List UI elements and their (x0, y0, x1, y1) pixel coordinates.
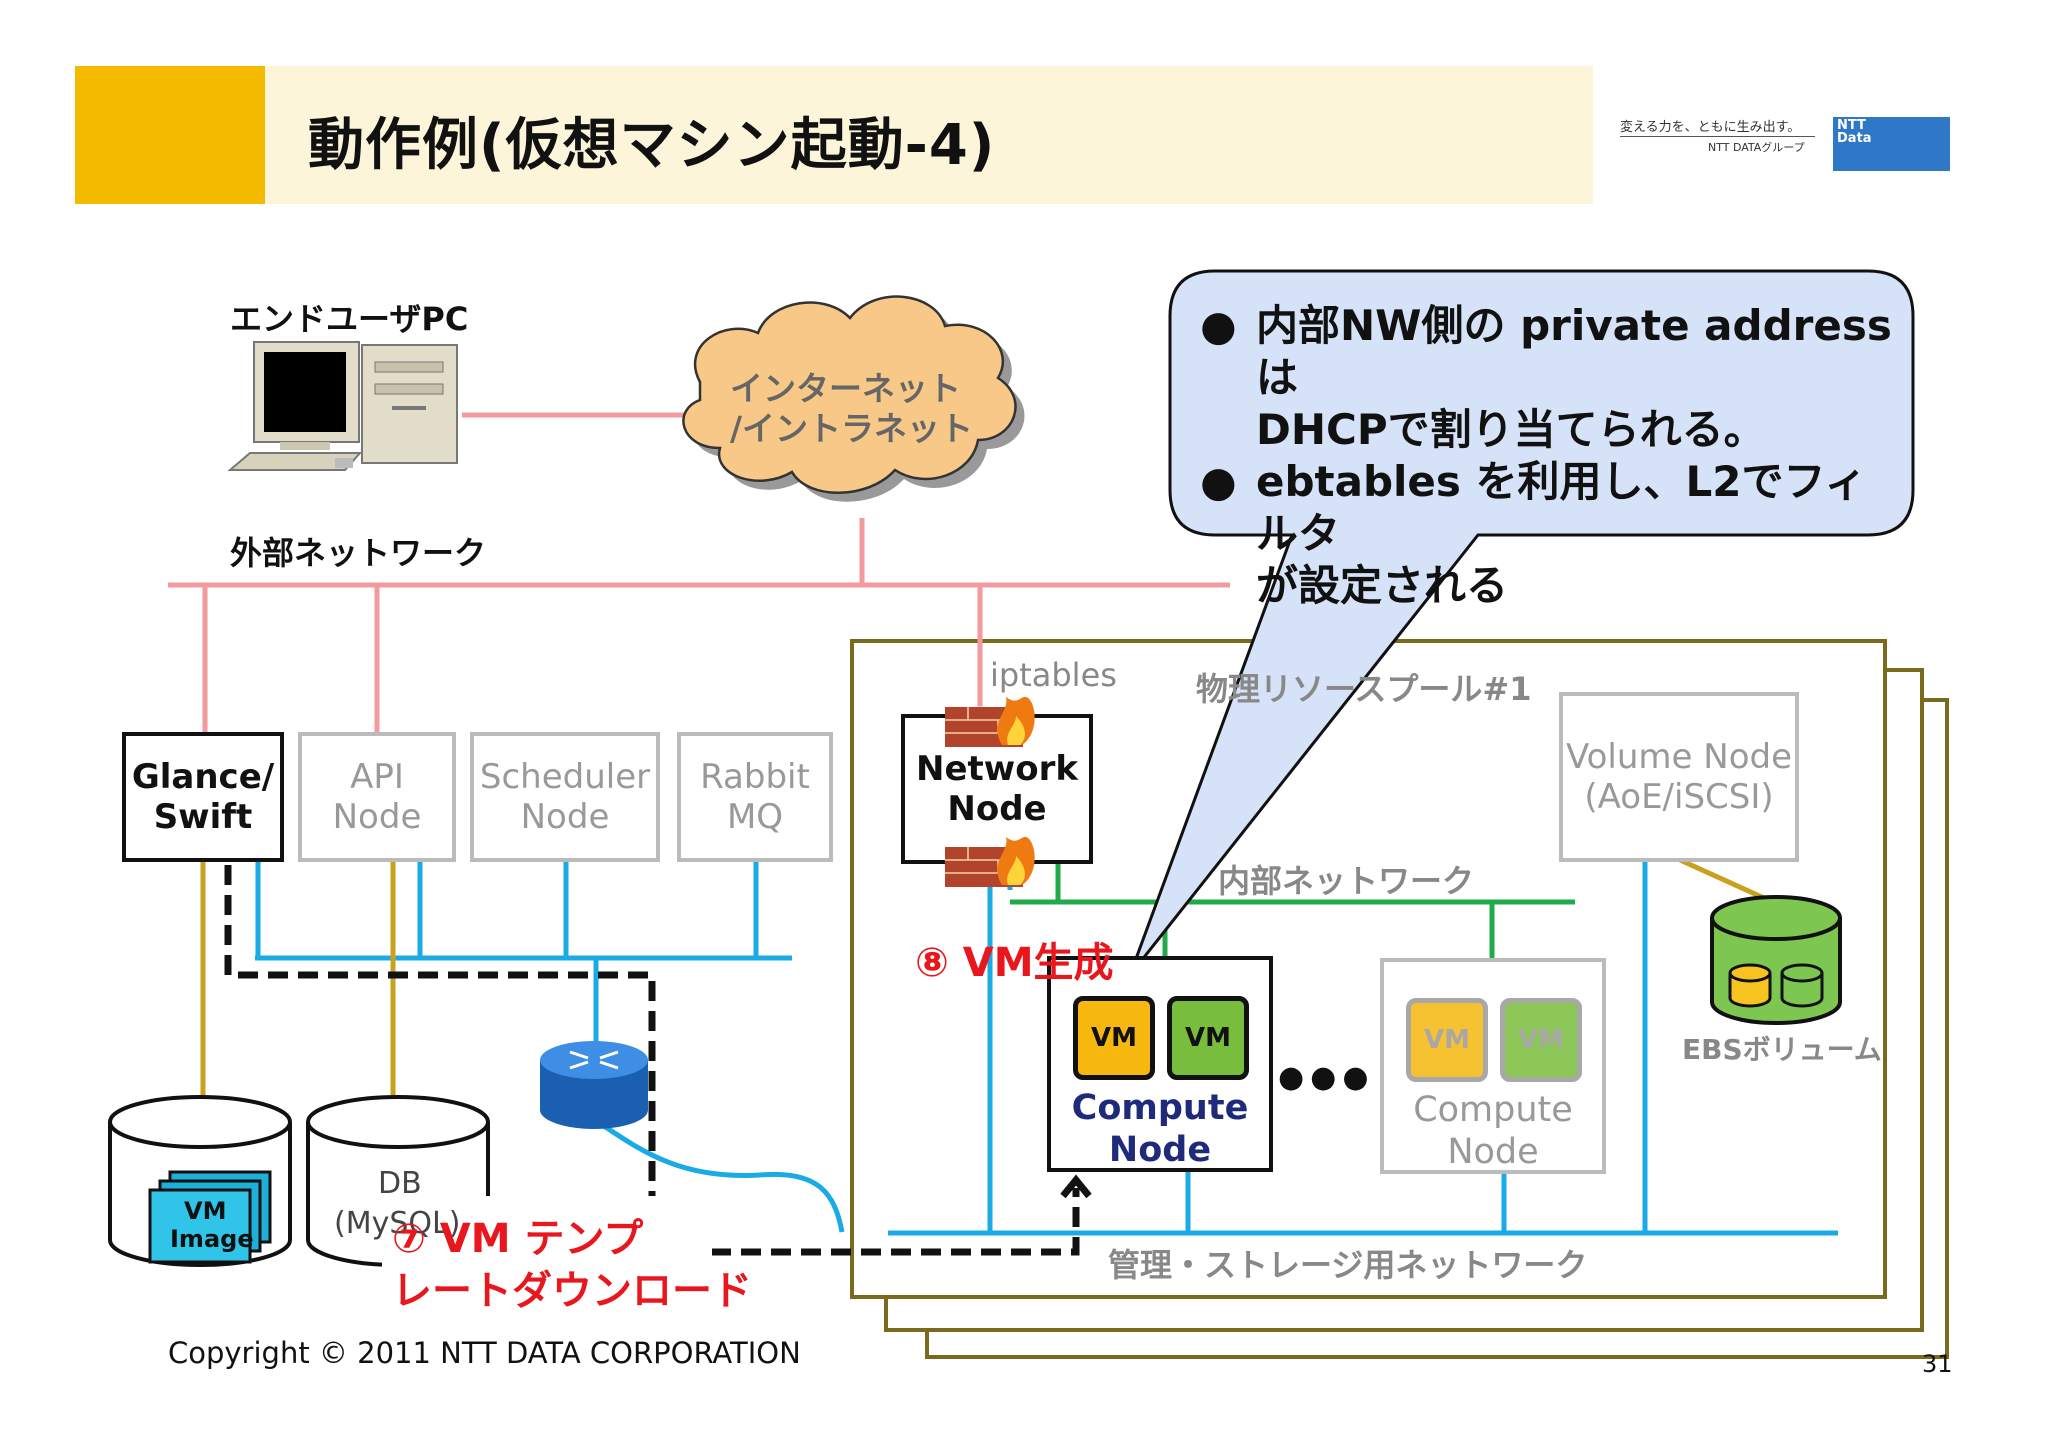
step8-label: ⑧ VM生成 (915, 940, 1114, 986)
copyright: Copyright © 2011 NTT DATA CORPORATION (168, 1336, 801, 1370)
resource-pool-label: 物理リソースプール#1 (1196, 670, 1532, 708)
vm-image-label-line2: Image (170, 1225, 254, 1253)
rabbitmq-node-line1: Rabbit (700, 756, 810, 797)
ebs-volume-cylinder (1710, 895, 1842, 1025)
volume-node-line1: Volume Node (1566, 736, 1792, 777)
firewall-overlay-top (945, 696, 1035, 747)
volume-node: Volume Node(AoE/iSCSI) (1559, 692, 1799, 862)
callout-bullet-1: ● (1200, 301, 1237, 350)
network-node-line1: Network (916, 748, 1078, 789)
router-icon (540, 1041, 648, 1129)
compute-node-active: VM VM Compute Node (1047, 956, 1273, 1172)
compute-node-label-line1: Compute (1071, 1088, 1249, 1128)
logo-rule (1620, 136, 1815, 137)
firewall-overlay (945, 696, 1035, 887)
step7-label-line1: ⑦ VM テンプ (392, 1216, 644, 1262)
callout-bubble (1128, 269, 1915, 976)
external-network-lines (168, 412, 1230, 732)
logo-brand: NTT Data (1837, 118, 1872, 146)
vm-image-stack (148, 1170, 272, 1264)
vm-instance-green-faded: VM (1500, 998, 1582, 1082)
compute-node-label-line2: Node (1108, 1130, 1212, 1170)
logo-group: NTT DATAグループ (1708, 141, 1805, 154)
computer-icon (227, 341, 458, 471)
compute-node-ellipsis: ●●● (1278, 1060, 1375, 1095)
vm-image-label-line1: VM (184, 1197, 227, 1225)
page-title: 動作例(仮想マシン起動-4) (308, 113, 996, 178)
callout-item-2: ● ebtables を利用し、L2でフィルタが設定される (1200, 456, 1900, 612)
left-management-network (255, 862, 845, 1233)
management-network-label: 管理・ストレージ用ネットワーク (1108, 1246, 1588, 1284)
volume-node-line2: (AoE/iSCSI) (1584, 777, 1774, 817)
callout-item-1-line1: 内部NW側の private address は (1256, 301, 1892, 402)
api-node-line1: API (350, 756, 404, 797)
compute-node-faded-label-line1: Compute (1413, 1090, 1573, 1130)
vm-instance-yellow-faded: VM (1406, 998, 1488, 1082)
network-node-line2: Node (947, 789, 1047, 829)
vm-instance-green: VM (1167, 996, 1249, 1080)
firewall-overlay-bottom (945, 836, 1035, 887)
step7-label-backdrop (382, 1196, 712, 1316)
vm-instance-yellow: VM (1073, 996, 1155, 1080)
internal-network-label: 内部ネットワーク (1218, 862, 1475, 900)
logo-tagline: 変える力を、ともに生み出す。 (1620, 120, 1801, 135)
callout-item-1-line2: DHCPで割り当てられる。 (1256, 405, 1766, 454)
compute-node-faded-label-line2: Node (1447, 1132, 1539, 1172)
api-node-line2: Node (332, 797, 422, 837)
page-number: 31 (1922, 1350, 1953, 1378)
glance-node-line2: Swift (153, 797, 253, 837)
glance-node-line1: Glance/ (131, 756, 275, 797)
callout-bullet-2: ● (1200, 457, 1237, 506)
end-user-pc-label: エンドユーザPC (230, 300, 469, 338)
rabbitmq-node-line2: MQ (726, 797, 784, 837)
internet-label-line2: /イントラネット (730, 409, 974, 448)
external-network-label: 外部ネットワーク (230, 534, 487, 572)
ebs-volume-label: EBSボリューム (1682, 1033, 1882, 1066)
scheduler-node-line1: Scheduler (479, 756, 651, 797)
internet-cloud (682, 295, 1025, 502)
step7-arrowhead (1060, 1174, 1092, 1199)
compute-node-inactive: VM VM Compute Node (1380, 958, 1606, 1174)
glance-swift-node: Glance/Swift (122, 732, 284, 862)
iptables-label: iptables (990, 656, 1117, 694)
header-accent (75, 66, 265, 204)
internet-label-line1: インターネット (730, 369, 961, 408)
callout-item-2-line1: ebtables を利用し、L2でフィルタ (1256, 457, 1867, 558)
callout-item-2-line2: が設定される (1256, 561, 1509, 610)
step7-label-line2: レートダウンロード (392, 1268, 752, 1314)
header-band (265, 66, 1593, 204)
ntt-data-logo: NTT Data (1833, 117, 1950, 171)
db-label-line2: (MySQL) (334, 1206, 461, 1241)
scheduler-node-line2: Node (520, 797, 610, 837)
db-label-line1: DB (378, 1166, 422, 1201)
step7-download-path (224, 865, 1080, 1256)
